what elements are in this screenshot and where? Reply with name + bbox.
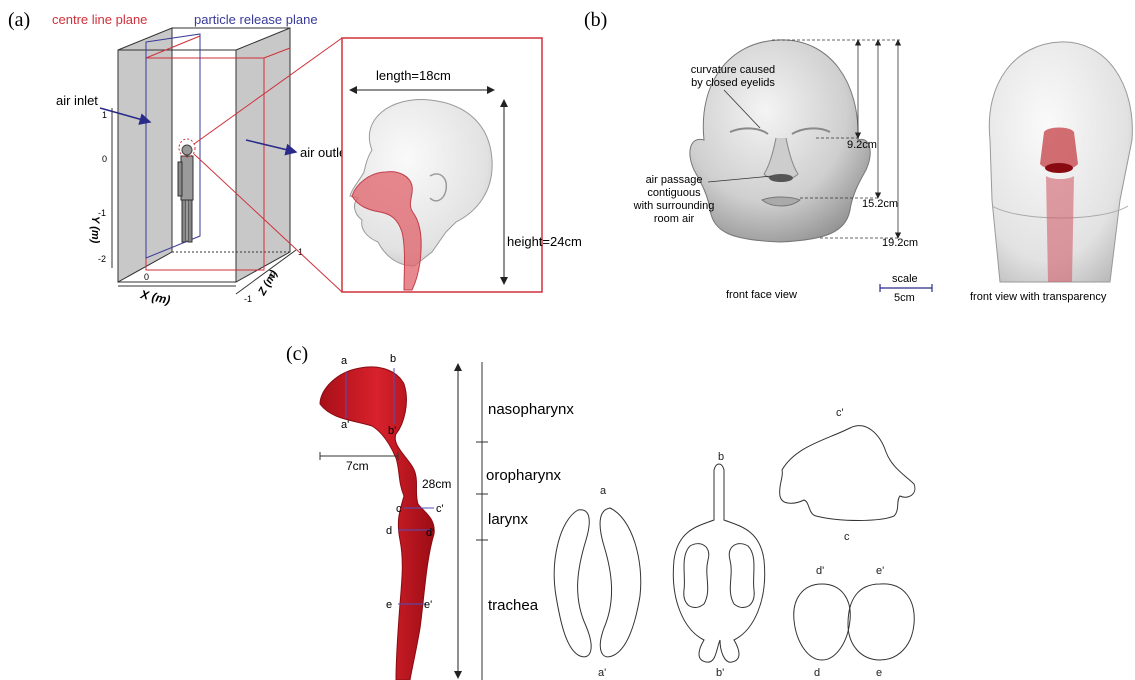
scale-value: 5cm [894, 292, 915, 304]
airway-3d-model [320, 367, 434, 680]
label-c: c [396, 503, 402, 515]
y-tick-1: 1 [102, 110, 107, 120]
transparent-head-model [989, 42, 1132, 282]
air-passage-note-line1: air passage [646, 174, 703, 186]
length-label-28cm: 28cm [422, 477, 451, 491]
label-a: a [341, 355, 348, 367]
cross-section-b: b b' [673, 451, 764, 679]
region-trachea: trachea [488, 597, 539, 614]
label-a-prime: a' [341, 419, 349, 431]
xsec-label-e-prime: e' [876, 565, 884, 577]
label-e-prime: e' [424, 599, 432, 611]
particle-release-plane-label: particle release plane [194, 12, 318, 27]
xsec-label-a: a [600, 485, 607, 497]
xsec-label-a-prime: a' [598, 667, 606, 679]
x-tick-0: 0 [144, 272, 149, 282]
height-label: height=24cm [507, 234, 582, 249]
label-d: d [386, 525, 392, 537]
cross-section-a: a a' [554, 485, 641, 679]
label-b-prime: b' [388, 425, 396, 437]
panel-b: (b) curvature caused by closed eyelids a… [584, 9, 1132, 304]
xsec-label-b-prime: b' [716, 667, 724, 679]
z-axis-title: Z (m) [256, 268, 281, 298]
panel-b-label: (b) [584, 9, 607, 31]
width-label: 7cm [346, 459, 369, 473]
xsec-label-d-prime: d' [816, 565, 824, 577]
cross-section-e: e' e [848, 565, 914, 679]
x-axis-title: X (m) [138, 287, 171, 307]
manikin [178, 139, 195, 242]
region-nasopharynx: nasopharynx [488, 401, 574, 418]
z-tick-neg1: -1 [244, 294, 252, 304]
region-oropharynx: oropharynx [486, 467, 562, 484]
front-view-transparency-label: front view with transparency [970, 291, 1107, 303]
y-tick-0: 0 [102, 154, 107, 164]
dim-19-2cm: 19.2cm [882, 237, 918, 249]
xsec-label-b: b [718, 451, 724, 463]
air-passage-note-line3: with surrounding [633, 200, 715, 212]
panel-a: (a) centre line plane particle release p… [8, 9, 582, 307]
centre-line-plane-label: centre line plane [52, 12, 147, 27]
panel-c: (c) a a' b b' c c' d d' e e' 7cm 28 [286, 343, 915, 680]
label-e: e [386, 599, 392, 611]
cross-section-c: c' c [780, 407, 915, 543]
label-b: b [390, 353, 396, 365]
length-label: length=18cm [376, 68, 451, 83]
label-c-prime: c' [436, 503, 444, 515]
cross-section-d: d' d [794, 565, 851, 679]
dim-15-2cm: 15.2cm [862, 198, 898, 210]
air-passage-note-line4: room air [654, 213, 695, 225]
curvature-note-line1: curvature caused [691, 64, 775, 76]
xsec-label-c: c [844, 531, 850, 543]
room-domain-box [118, 28, 290, 282]
label-d-prime: d' [426, 527, 434, 539]
xsec-label-e: e [876, 667, 882, 679]
region-larynx: larynx [488, 511, 529, 528]
scale-title: scale [892, 273, 918, 285]
xsec-label-c-prime: c' [836, 407, 844, 419]
dim-9-2cm: 9.2cm [847, 139, 877, 151]
axis-y: 1 0 -1 -2 Y (m) [89, 108, 112, 268]
air-inlet-label: air inlet [56, 93, 98, 108]
air-passage-note-line2: contiguous [647, 187, 701, 199]
curvature-note-line2: by closed eyelids [691, 77, 775, 89]
panel-c-label: (c) [286, 343, 308, 365]
front-face-view-label: front face view [726, 289, 797, 301]
xsec-label-d: d [814, 667, 820, 679]
y-axis-title: Y (m) [89, 216, 101, 244]
panel-a-label: (a) [8, 9, 30, 31]
axis-x: 0 X (m) [118, 272, 236, 307]
y-tick-neg2: -2 [98, 254, 106, 264]
